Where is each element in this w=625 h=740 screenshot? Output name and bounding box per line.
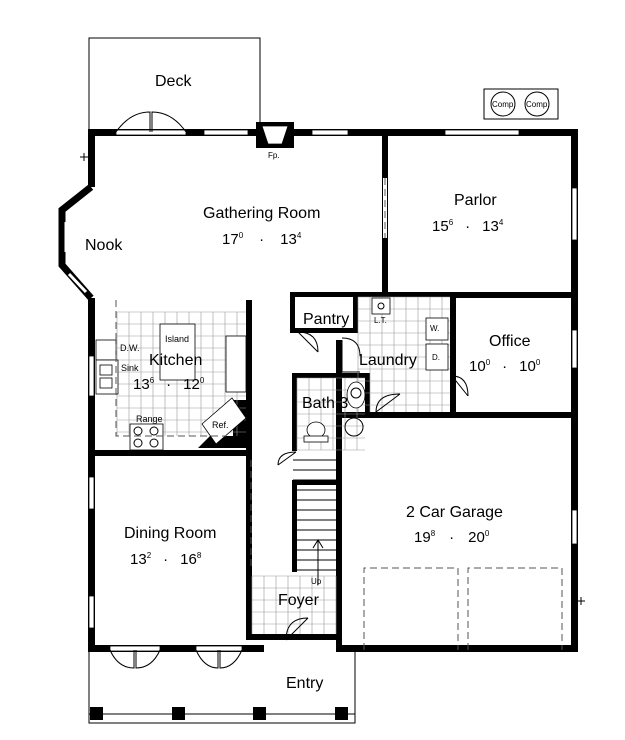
laundry-tub (371, 297, 391, 315)
room-labels: Deck Gathering Room 170·134 Nook Parlor … (85, 73, 541, 692)
counter (225, 335, 247, 393)
deck-outline (88, 37, 261, 130)
sink-label: Sink (121, 363, 139, 373)
compressor-pad: Comp. Comp. (483, 88, 559, 120)
parlor-dims: 156·134 (432, 218, 504, 235)
porch-column (335, 707, 348, 720)
entry-label: Entry (286, 675, 323, 692)
pantry-label: Pantry (303, 311, 349, 328)
refrigerator (201, 397, 247, 445)
laundry-fixtures (341, 297, 449, 373)
top-openings (115, 111, 520, 136)
interior-walls (91, 130, 578, 652)
parlor-label: Parlor (454, 192, 497, 209)
stairs: Up (297, 489, 336, 586)
dishwasher (95, 339, 117, 361)
dining-room-label: Dining Room (124, 525, 216, 542)
gathering-room-dims: 170·134 (222, 231, 302, 248)
porch-column (90, 707, 103, 720)
deck-label: Deck (155, 73, 192, 90)
washer (425, 317, 449, 341)
stairs-up-label: Up (311, 577, 322, 586)
bath-fixtures (303, 381, 366, 443)
kitchen-label: Kitchen (149, 352, 202, 369)
kitchen-island (159, 323, 196, 381)
window (88, 355, 95, 397)
kitchen-fixtures (95, 300, 247, 451)
garage-dims: 198·200 (414, 529, 490, 546)
refrigerator-label: Ref. (212, 420, 229, 430)
window (444, 129, 520, 136)
porch-columns (90, 707, 348, 720)
office-dims: 100·100 (469, 358, 541, 375)
bath-label: Bath 3 (302, 395, 348, 412)
kitchen-dims: 136·120 (133, 376, 205, 393)
side-windows (88, 187, 578, 669)
nook-label: Nook (85, 237, 123, 254)
water-heater (344, 417, 364, 437)
dishwasher-label: D.W. (120, 343, 140, 353)
dining-room-dims: 132·168 (130, 551, 202, 568)
window (571, 329, 578, 369)
fixture-labels: Island D.W. Sink Range Ref. L.T. W. D. (120, 316, 440, 430)
fireplace-label: Fp. (268, 151, 280, 160)
range-label: Range (136, 414, 163, 424)
dryer (425, 343, 449, 371)
window (311, 129, 349, 136)
laundry-label: Laundry (359, 352, 417, 369)
foyer-label: Foyer (278, 592, 320, 609)
window (571, 509, 578, 545)
compressor-label: Comp. (492, 100, 516, 109)
island-label: Island (165, 334, 189, 344)
dryer-label: D. (432, 353, 440, 362)
porch-column (172, 707, 185, 720)
foyer-tile (251, 575, 337, 634)
compressor-label: Comp. (526, 100, 550, 109)
laundry-tub-label: L.T. (374, 316, 387, 325)
garage-label: 2 Car Garage (406, 504, 503, 521)
washer-label: W. (430, 324, 439, 333)
gathering-room-label: Gathering Room (203, 205, 320, 222)
garage-doors (363, 567, 563, 650)
office-label: Office (489, 333, 531, 350)
doors (277, 331, 469, 641)
deck-door-opening (115, 129, 187, 136)
window (571, 187, 578, 241)
porch-column (253, 707, 266, 720)
window (203, 129, 249, 136)
reference-marks (80, 153, 585, 605)
toilet (346, 381, 366, 409)
porch-outline (88, 650, 356, 724)
nook-bay (58, 184, 94, 301)
window (88, 595, 95, 629)
fireplace: Fp. (256, 122, 294, 160)
window (88, 476, 95, 510)
